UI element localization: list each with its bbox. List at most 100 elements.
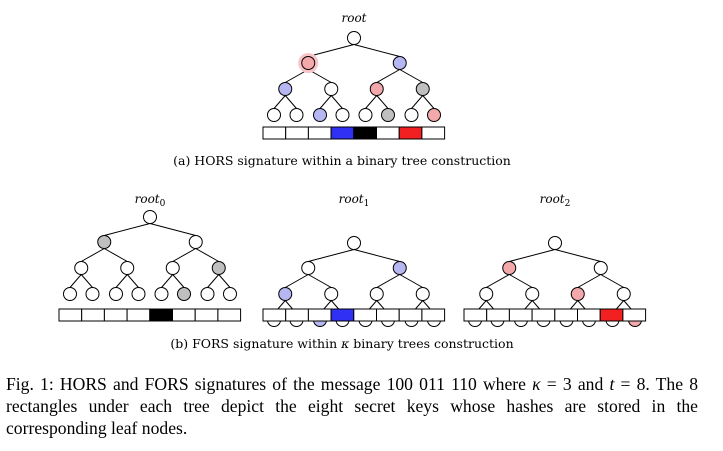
level2-node bbox=[479, 287, 494, 301]
tree-edge bbox=[577, 274, 601, 288]
secret-key-rect bbox=[103, 308, 128, 322]
leaf-node bbox=[358, 108, 373, 122]
secret-key-rect bbox=[285, 308, 309, 322]
secret-key-rect bbox=[376, 126, 400, 140]
tree-edge bbox=[104, 248, 128, 262]
secret-key-rect bbox=[194, 308, 219, 322]
tree-fors-0: root0 bbox=[58, 192, 242, 322]
secret-key-rect bbox=[330, 308, 355, 322]
figure-caption: Fig. 1: HORS and FORS signatures of the … bbox=[6, 374, 698, 438]
leaf-node bbox=[404, 108, 419, 122]
tree-edge bbox=[486, 274, 510, 288]
tree-edge bbox=[195, 248, 219, 262]
secret-key-rect bbox=[398, 126, 423, 140]
tree-edge bbox=[284, 95, 297, 109]
leaf-node bbox=[63, 287, 77, 301]
level1-node bbox=[392, 261, 407, 275]
tree-edge bbox=[207, 274, 220, 288]
root-node bbox=[347, 236, 361, 250]
tree-fors-2: root2 bbox=[463, 192, 647, 327]
tree-edge bbox=[308, 44, 355, 57]
root-node bbox=[548, 236, 562, 250]
secret-key-rect bbox=[330, 126, 355, 140]
leaf-node bbox=[223, 287, 237, 301]
secret-key-rect bbox=[353, 308, 377, 322]
secret-key-rect bbox=[463, 308, 488, 322]
level1-node bbox=[502, 261, 517, 275]
tree-edge bbox=[172, 274, 185, 288]
level1-node bbox=[301, 261, 316, 275]
level2-node bbox=[74, 261, 89, 275]
secret-key-rect bbox=[285, 126, 309, 140]
secret-key-rect bbox=[307, 126, 332, 140]
trees-layer: root root0 root1 root2 bbox=[58, 11, 647, 327]
level2-node bbox=[324, 287, 339, 301]
tree-edge bbox=[319, 95, 332, 109]
level2-node bbox=[570, 287, 585, 301]
level2-node bbox=[616, 287, 631, 301]
tree-edge bbox=[554, 249, 601, 262]
secret-key-rect bbox=[172, 308, 196, 322]
secret-key-rect bbox=[262, 308, 287, 322]
leaf-node bbox=[131, 287, 146, 301]
tree-edge bbox=[365, 95, 378, 109]
tree-fors-1: root1 bbox=[262, 192, 446, 327]
tree-edge bbox=[330, 95, 343, 109]
level1-node bbox=[301, 56, 316, 70]
caption-b: (b) FORS signature within κ binary trees… bbox=[170, 336, 513, 351]
leaf-node bbox=[177, 287, 191, 301]
tree-edge bbox=[285, 274, 309, 288]
tree-edge bbox=[376, 274, 400, 288]
root-label: root bbox=[341, 11, 366, 25]
leaf-node bbox=[427, 108, 441, 122]
secret-key-rect bbox=[421, 308, 446, 322]
tree-edge bbox=[308, 274, 332, 288]
secret-key-rect bbox=[531, 308, 556, 322]
level2-node bbox=[211, 261, 226, 275]
tree-edge bbox=[115, 274, 128, 288]
leaf-node bbox=[267, 108, 281, 122]
tree-edge bbox=[81, 248, 105, 262]
leaf-node bbox=[154, 287, 169, 301]
secret-key-rect bbox=[217, 308, 242, 322]
root-label: root2 bbox=[540, 192, 571, 209]
level2-node bbox=[278, 287, 293, 301]
secret-key-rect bbox=[126, 308, 151, 322]
tree-edge bbox=[353, 44, 400, 57]
tree-edge bbox=[422, 95, 435, 109]
tree-edge bbox=[80, 274, 93, 288]
secret-key-rect bbox=[149, 308, 174, 322]
level2-node bbox=[415, 82, 430, 96]
level1-node bbox=[392, 56, 407, 70]
root-label: root1 bbox=[339, 192, 370, 209]
tree-edge bbox=[600, 274, 624, 288]
leaf-node bbox=[313, 108, 327, 122]
tree-edge bbox=[273, 95, 286, 109]
tree-edge bbox=[376, 95, 389, 109]
level2-node bbox=[278, 82, 293, 96]
tree-edge bbox=[308, 249, 355, 262]
tree-edge bbox=[69, 274, 82, 288]
caption-a: (a) HORS signature within a binary tree … bbox=[173, 153, 511, 168]
level2-node bbox=[369, 82, 384, 96]
secret-key-rect bbox=[398, 308, 423, 322]
level2-node bbox=[415, 287, 430, 301]
tree-edge bbox=[126, 274, 139, 288]
secret-key-rect bbox=[307, 308, 332, 322]
tree-edge bbox=[161, 274, 174, 288]
leaf-node bbox=[85, 287, 100, 301]
level2-node bbox=[525, 287, 540, 301]
root-node bbox=[143, 210, 157, 224]
leaf-node bbox=[381, 108, 395, 122]
level2-node bbox=[120, 261, 135, 275]
tree-edge bbox=[172, 248, 196, 262]
tree-edge bbox=[218, 274, 231, 288]
root-node bbox=[347, 31, 361, 45]
tree-edge bbox=[509, 274, 533, 288]
tree-edge bbox=[399, 69, 423, 83]
secret-key-rect bbox=[508, 308, 533, 322]
leaf-node bbox=[289, 108, 304, 122]
tree-hors: root bbox=[262, 11, 446, 140]
leaf-node bbox=[200, 287, 215, 301]
